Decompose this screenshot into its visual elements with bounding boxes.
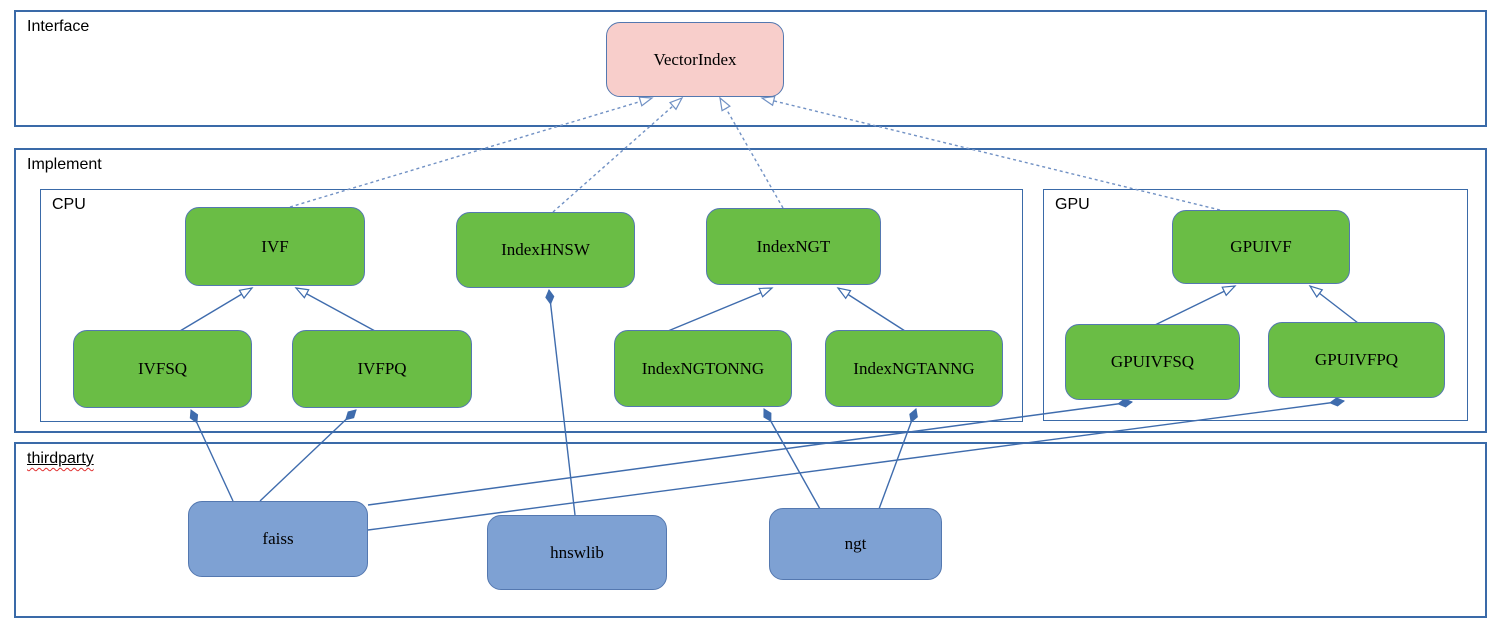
node-indexhnsw-label: IndexHNSW: [501, 240, 590, 259]
node-gpuivf: GPUIVF: [1172, 210, 1350, 284]
node-hnswlib-label: hnswlib: [550, 542, 604, 562]
node-indexngt: IndexNGT: [706, 208, 881, 285]
node-ivfpq: IVFPQ: [292, 330, 472, 408]
node-ivf: IVF: [185, 207, 365, 286]
node-indexngtanng: IndexNGTANNG: [825, 330, 1003, 407]
node-indexngt-label: IndexNGT: [756, 236, 831, 256]
node-gpuivfpq-label: GPUIVFPQ: [1314, 350, 1399, 369]
node-gpuivfsq-label: GPUIVFSQ: [1110, 352, 1195, 371]
node-ngt: ngt: [769, 508, 942, 580]
node-gpuivfsq: GPUIVFSQ: [1065, 324, 1240, 400]
node-indexhnsw: IndexHNSW: [456, 212, 635, 288]
node-hnswlib: hnswlib: [487, 515, 667, 590]
container-thirdparty-label: thirdparty: [27, 450, 94, 467]
node-ivfsq: IVFSQ: [73, 330, 252, 408]
node-gpuivf-label: GPUIVF: [1230, 237, 1292, 256]
node-ivfsq-label: IVFSQ: [137, 359, 188, 378]
container-implement-label: Implement: [27, 156, 102, 173]
container-gpu-label: GPU: [1055, 196, 1090, 213]
node-indexngtonng-label: IndexNGTONNG: [641, 358, 765, 378]
node-vectorindex-label: VectorIndex: [653, 49, 737, 69]
node-ngt-label: ngt: [844, 534, 867, 553]
node-indexngtanng-label: IndexNGTANNG: [853, 358, 975, 378]
container-interface-label: Interface: [27, 18, 90, 35]
node-vectorindex: VectorIndex: [606, 22, 784, 97]
container-cpu-label: CPU: [52, 196, 86, 213]
node-ivf-label: IVF: [261, 236, 289, 256]
node-indexngtonng: IndexNGTONNG: [614, 330, 792, 407]
node-faiss: faiss: [188, 501, 368, 577]
node-ivfpq-label: IVFPQ: [357, 359, 407, 378]
node-gpuivfpq: GPUIVFPQ: [1268, 322, 1445, 398]
node-faiss-label: faiss: [262, 529, 294, 548]
